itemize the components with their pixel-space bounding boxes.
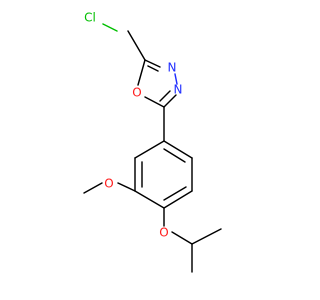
isopropoxy-oxygen-atom-label: O [159, 226, 168, 240]
cl-ch2-bond [102, 23, 118, 32]
oxadiazole-o1-c5-bond [137, 59, 146, 86]
oxadiazole-c5-n4-inner-bond [147, 65, 159, 72]
nitrogen-atom-label-a: N [168, 61, 177, 75]
oxadiazole-n3-c2-bond [163, 94, 177, 108]
benzene-bond-4-inner [163, 186, 187, 201]
structure-diagram: Cl N N O O O [83, 11, 222, 273]
oxadiazole-c2-o1-bond [144, 96, 165, 108]
chlorine-atom-label: Cl [84, 11, 96, 25]
oxadiazole-n3-c2-inner-bond [159, 90, 171, 102]
methoxy-methyl-bond [83, 182, 103, 194]
benzene-bond-4 [163, 190, 193, 209]
benzene-bond-1 [134, 140, 165, 159]
benzene-bond-3 [134, 190, 165, 209]
oxadiazole-n4-n3-bond [174, 73, 178, 85]
ring-oxygen-atom-label: O [132, 86, 141, 100]
isopropyl-ch-ch3-right-bond [191, 228, 222, 245]
nitrogen-atom-label-b: N [174, 83, 183, 97]
benzene-bond-6 [163, 140, 193, 159]
ch2-ring-carbon-bond [127, 30, 146, 61]
methoxy-oxygen-atom-label: O [104, 177, 113, 191]
benzene-bond-6-inner [163, 148, 186, 163]
isopropoxy-o-ch-bond [171, 231, 193, 245]
oxadiazole-c5-n4-bond [144, 59, 161, 68]
benzene-methoxy-o-bond [117, 182, 136, 192]
molecule-canvas: Cl N N O O O [83, 10, 222, 273]
